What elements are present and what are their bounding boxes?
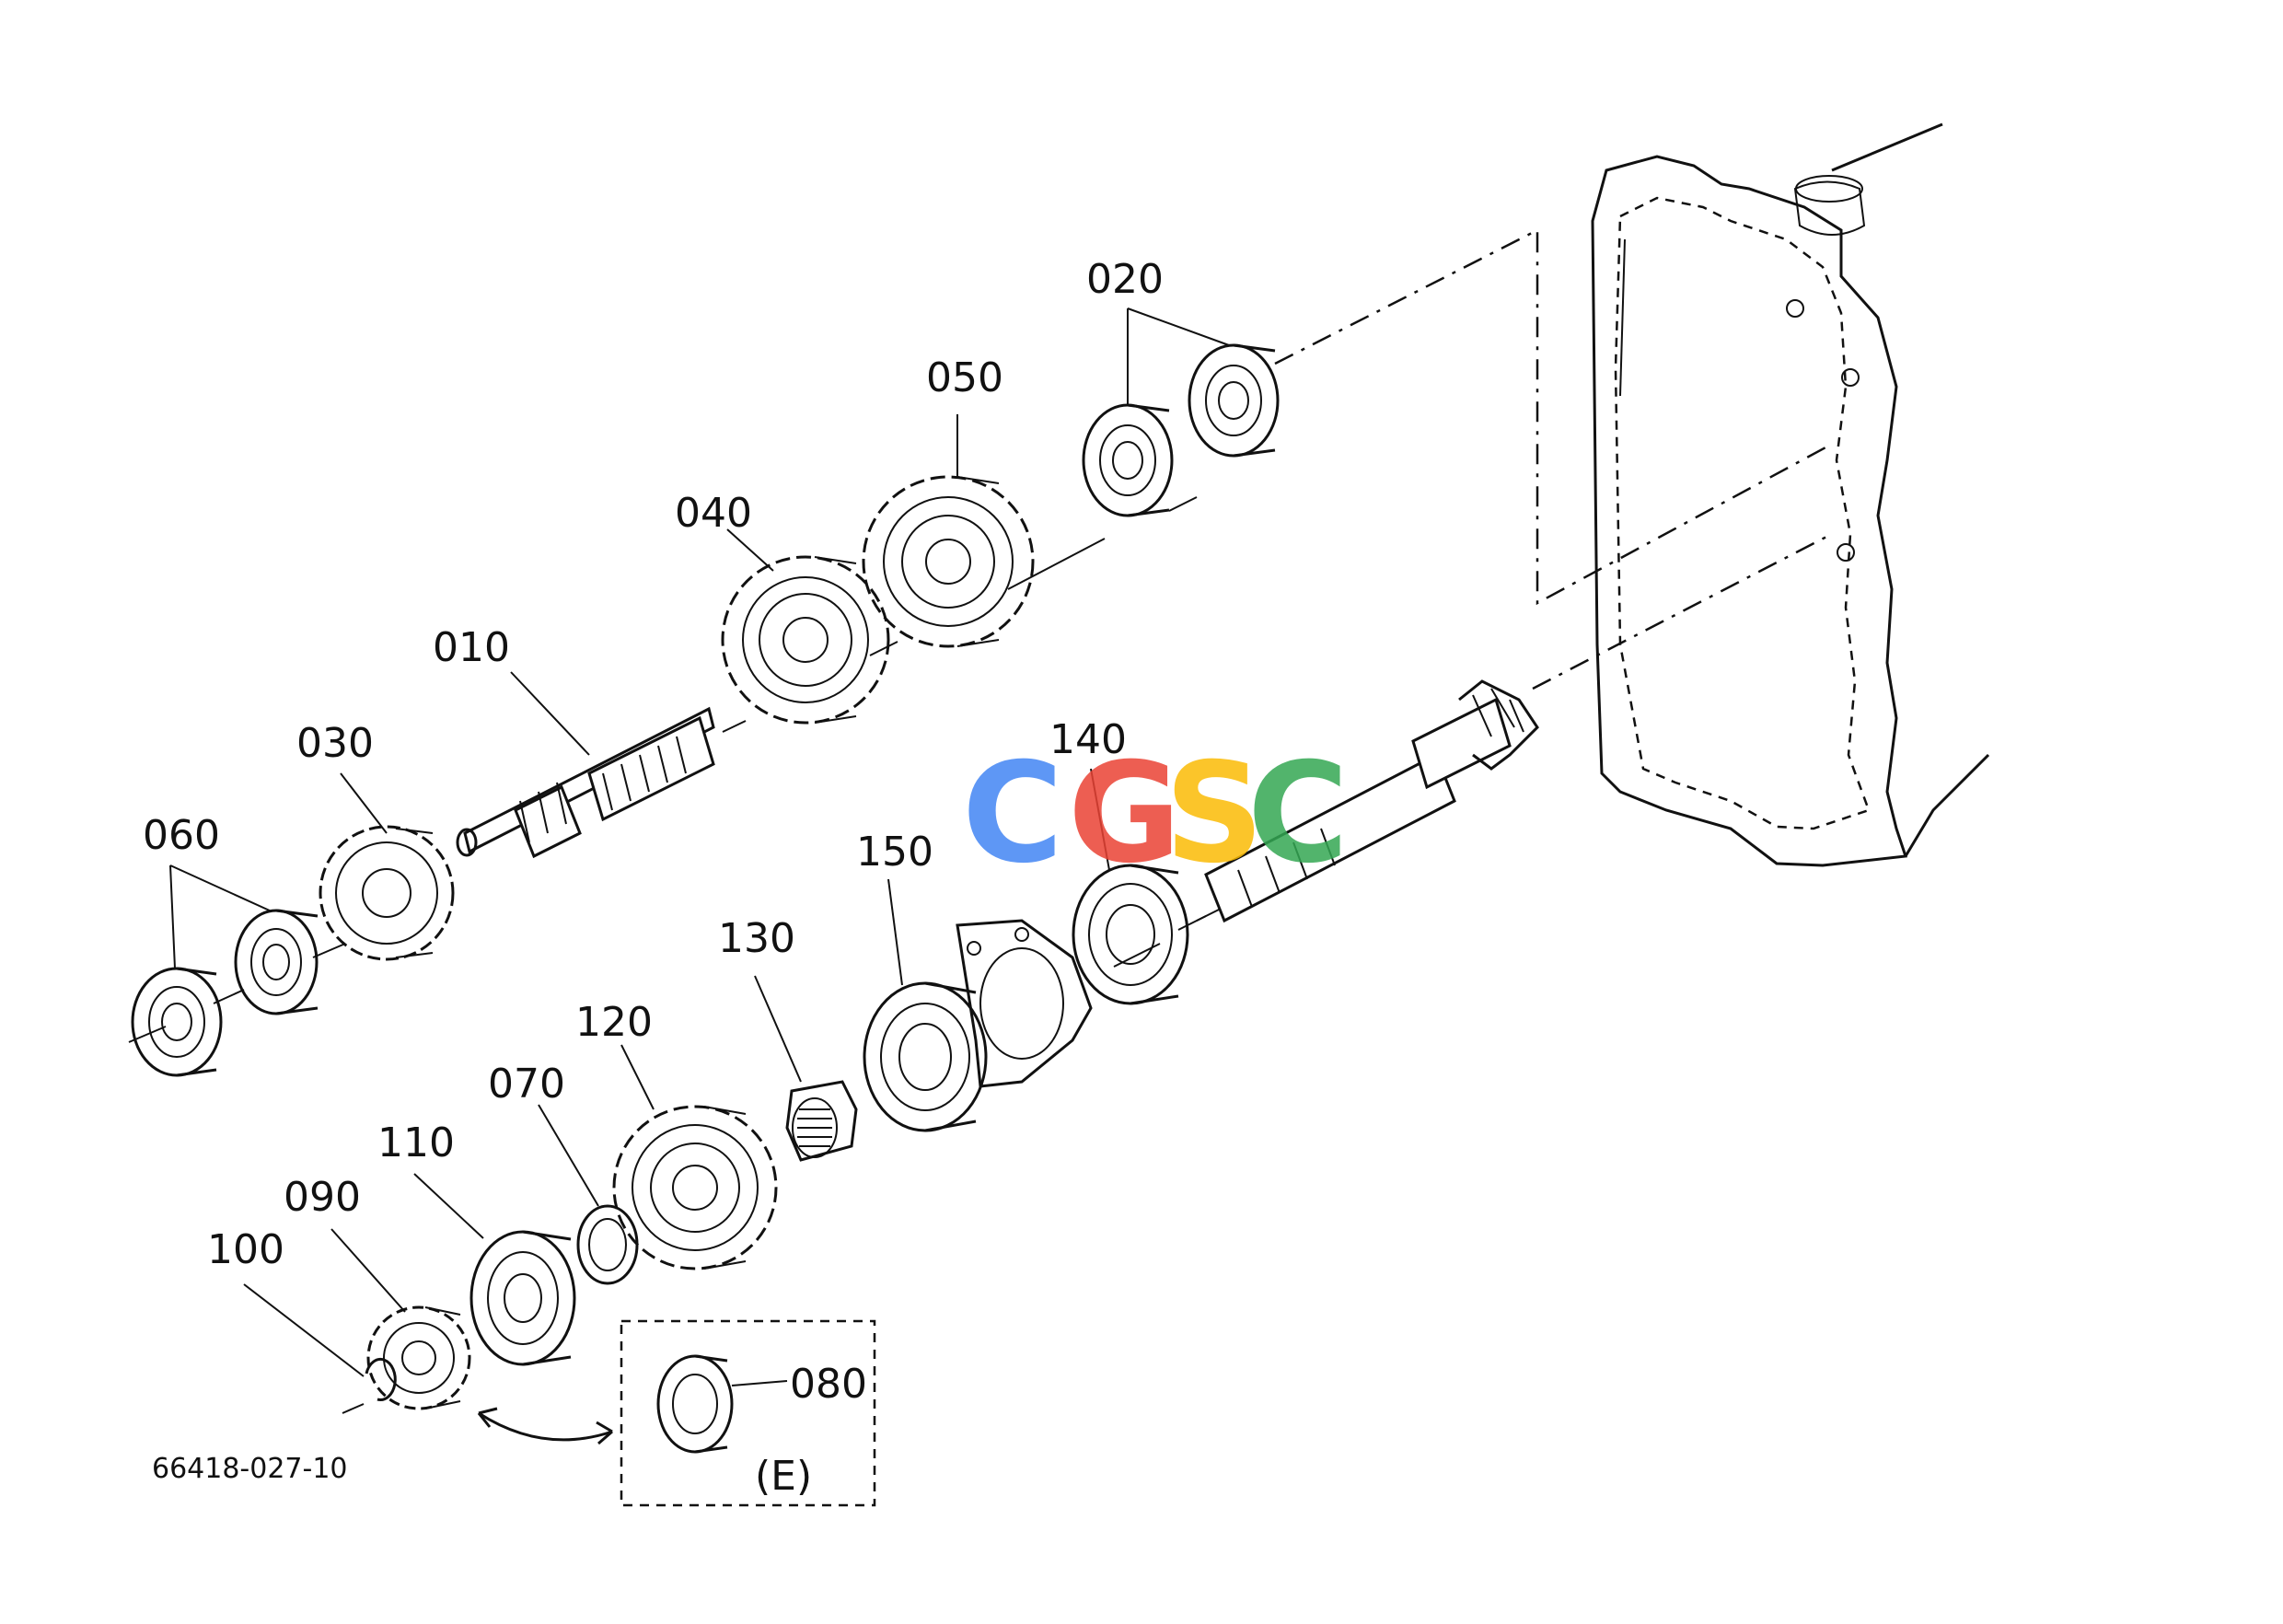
leader-lines — [169, 307, 1230, 1377]
watermark-logo: C G S C — [962, 734, 1349, 894]
pinion-shaft — [1204, 679, 1539, 923]
gear-050 — [862, 475, 1035, 648]
bearing-110 — [469, 1230, 576, 1366]
bearing-060-a — [131, 967, 223, 1077]
watermark-letter-2: G — [1068, 734, 1181, 894]
gear-040 — [721, 555, 890, 725]
watermark-letter-1: C — [962, 734, 1063, 894]
label-040: 040 — [675, 490, 752, 537]
inset-e — [620, 1319, 876, 1507]
bearing-150 — [863, 981, 988, 1132]
label-070: 070 — [488, 1061, 565, 1108]
drawing-number: 66418-027-10 — [152, 1453, 348, 1485]
label-140: 140 — [1049, 716, 1127, 763]
label-090: 090 — [284, 1174, 361, 1221]
nut-130 — [785, 1080, 858, 1162]
swap-arrow — [477, 1407, 613, 1445]
label-150: 150 — [856, 829, 933, 876]
gear-090 — [366, 1305, 471, 1410]
watermark-letter-3: S — [1165, 734, 1264, 894]
label-080: 080 — [790, 1361, 867, 1408]
part-labels: 010 020 030 040 050 060 070 080 090 100 … — [143, 256, 1164, 1500]
label-100: 100 — [207, 1226, 284, 1273]
label-010: 010 — [433, 624, 510, 671]
shaft-010 — [456, 706, 715, 859]
gear-120 — [612, 1105, 778, 1270]
bearing-020-a — [1082, 403, 1174, 517]
label-050: 050 — [926, 354, 1003, 401]
label-030: 030 — [296, 720, 374, 767]
bearing-020-b — [1188, 343, 1280, 458]
washer-070 — [576, 1204, 639, 1285]
label-120: 120 — [575, 999, 653, 1046]
bearing-140 — [1072, 864, 1189, 1005]
bearing-housing — [956, 919, 1093, 1088]
label-020: 020 — [1086, 256, 1164, 303]
snap-ring-100 — [342, 1358, 397, 1414]
label-060: 060 — [143, 812, 220, 859]
label-110: 110 — [377, 1119, 455, 1166]
watermark-letter-4: C — [1247, 734, 1349, 894]
transmission-case — [1591, 122, 1990, 867]
inset-label: (E) — [755, 1453, 812, 1500]
label-130: 130 — [718, 915, 795, 962]
gear-030 — [319, 825, 455, 961]
assembly-lines — [128, 227, 1833, 1043]
bearing-060-b — [234, 909, 319, 1015]
